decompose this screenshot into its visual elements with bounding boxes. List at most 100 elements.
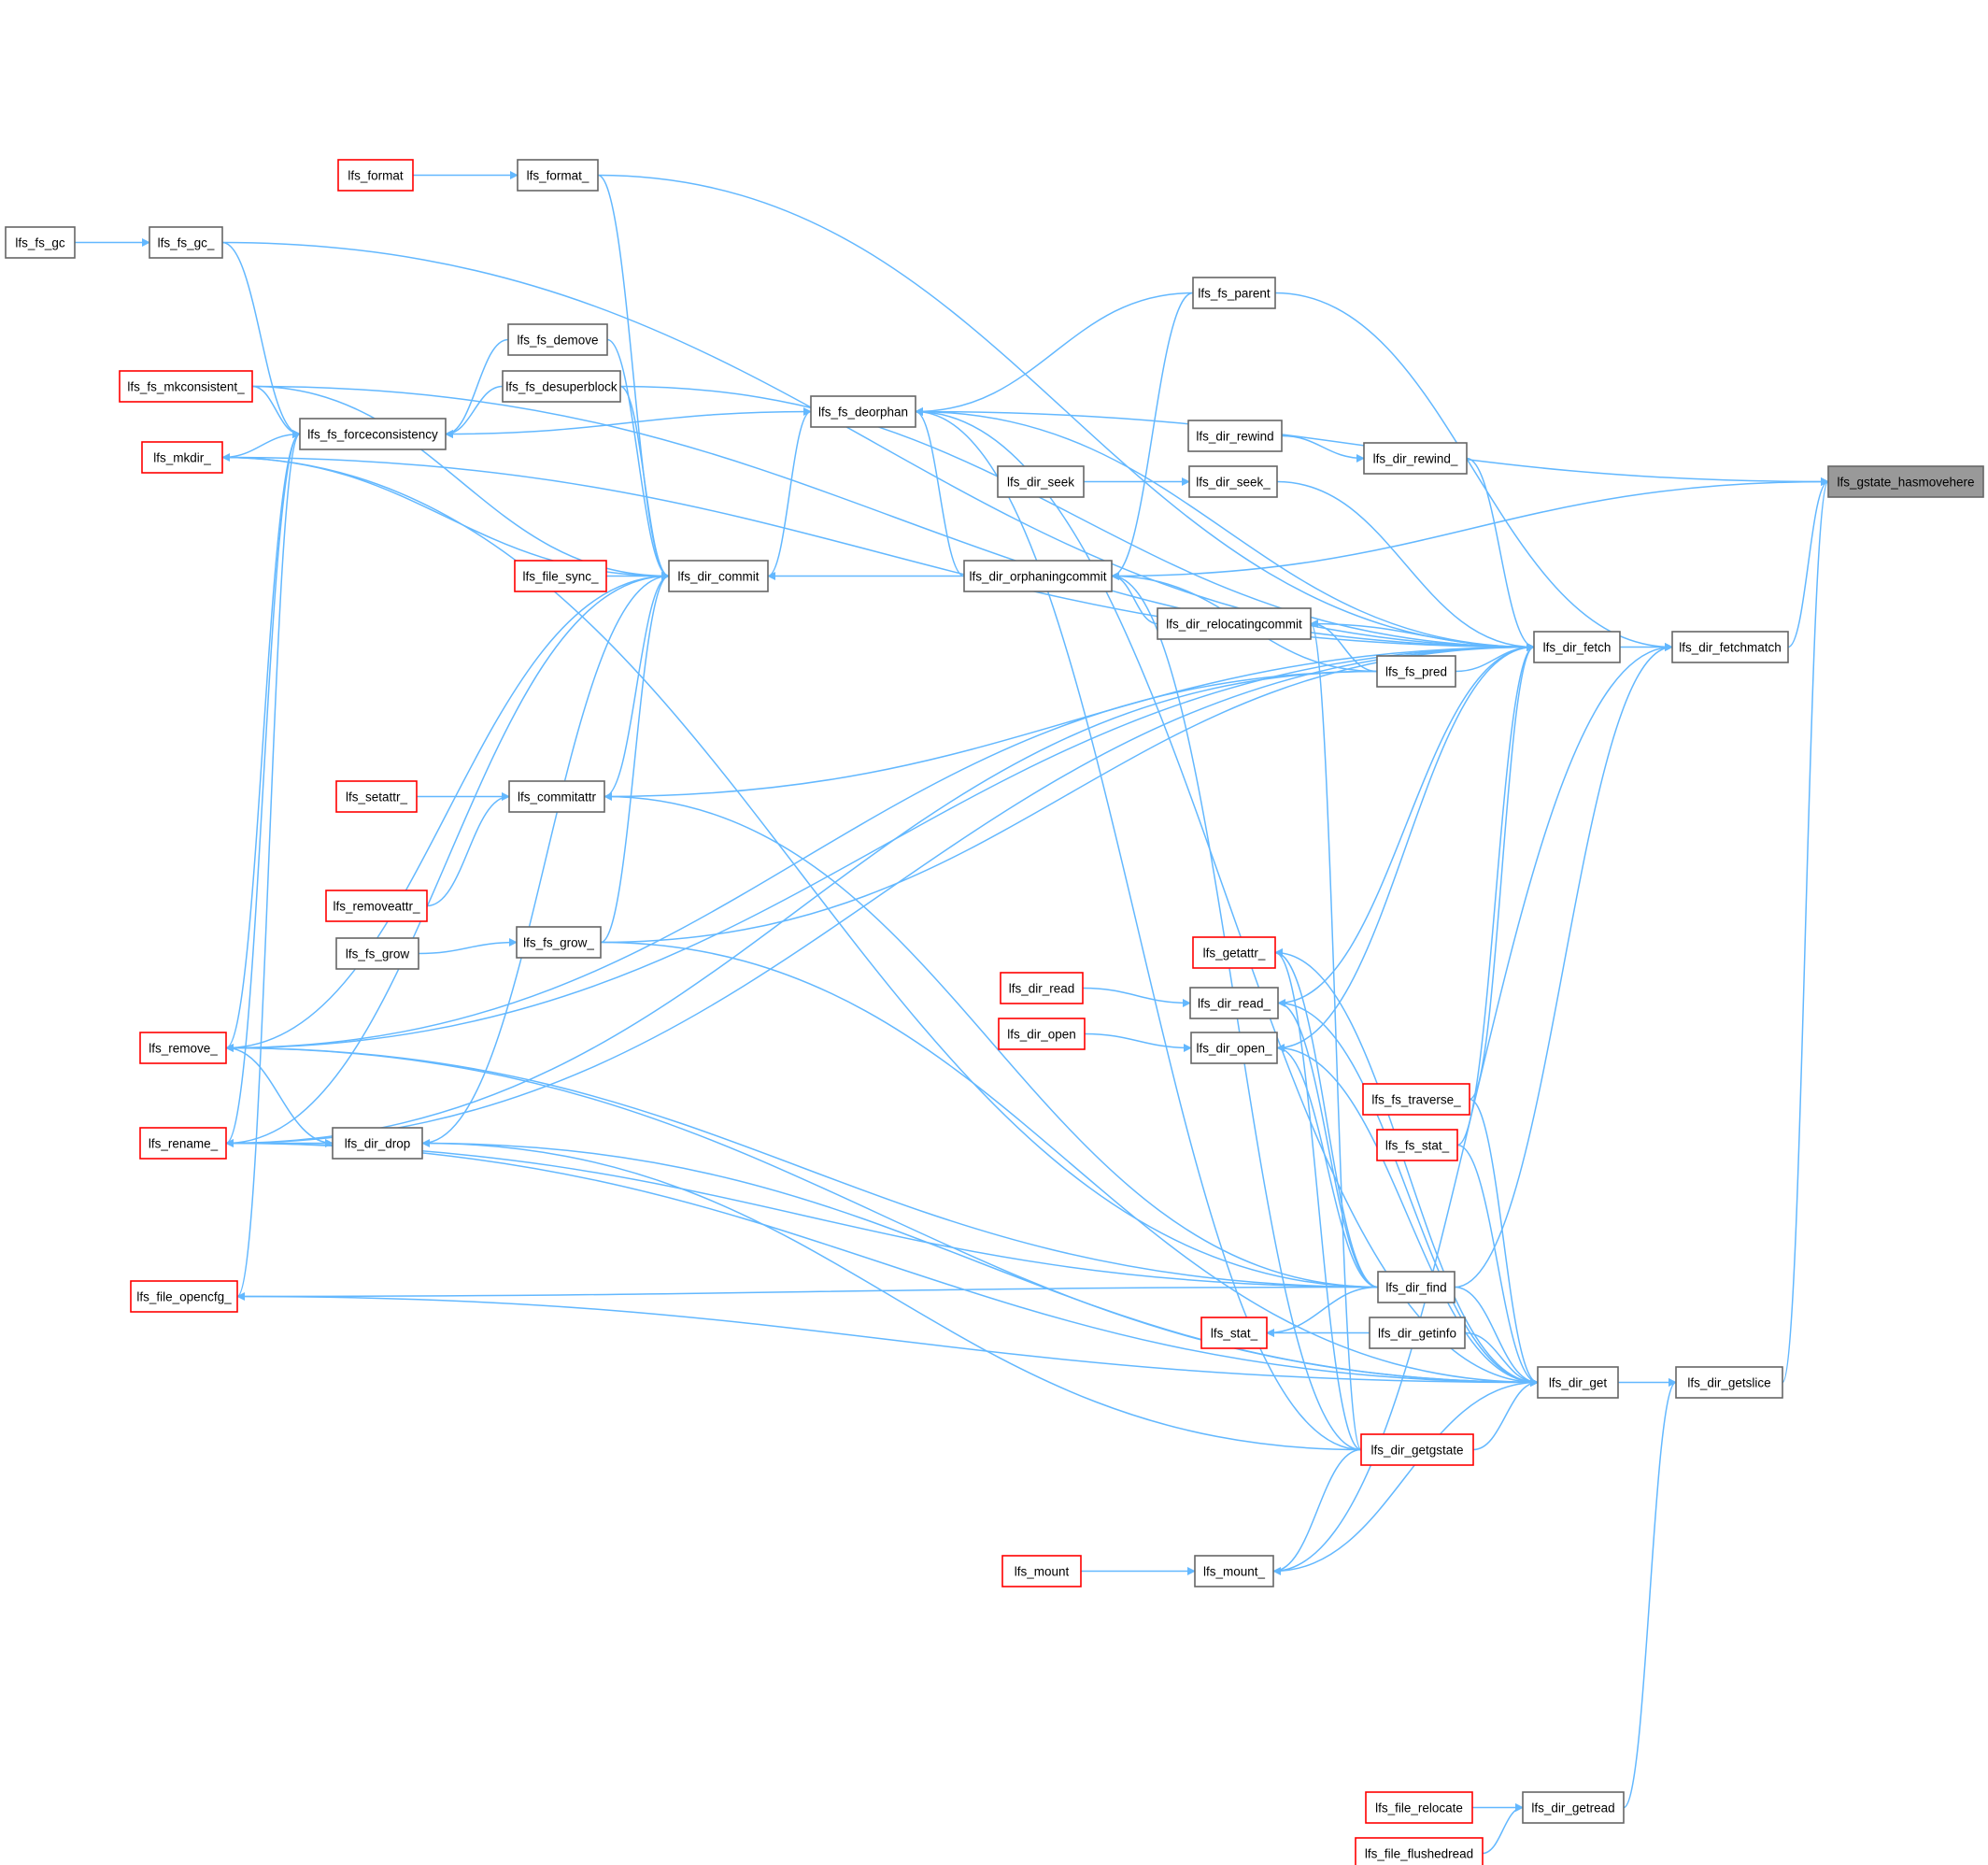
function-node-label: lfs_fs_mkconsistent_: [127, 380, 245, 394]
call-edge-getgstate-to-deorphan: [915, 407, 1362, 1451]
function-node-fs-gc[interactable]: lfs_fs_gc: [5, 226, 76, 259]
function-node-getattr-[interactable]: lfs_getattr_: [1192, 936, 1276, 969]
function-node-grow-[interactable]: lfs_fs_grow_: [516, 926, 602, 959]
function-node-setattr-[interactable]: lfs_setattr_: [335, 780, 418, 813]
function-node-fs-parent[interactable]: lfs_fs_parent: [1192, 277, 1276, 309]
call-edge-find-to-open_: [1276, 1044, 1379, 1288]
call-edge-dir_read-to-read_: [1082, 987, 1191, 1007]
function-node-desuperblock[interactable]: lfs_fs_desuperblock: [502, 370, 621, 403]
function-node-file-sync-[interactable]: lfs_file_sync_: [514, 560, 607, 592]
function-node-remove-[interactable]: lfs_remove_: [139, 1032, 227, 1064]
function-node-format-[interactable]: lfs_format_: [517, 159, 599, 192]
call-edge-pred-to-remove_: [225, 670, 1378, 1052]
function-node-commit[interactable]: lfs_dir_commit: [668, 560, 769, 592]
function-node-fetch[interactable]: lfs_dir_fetch: [1533, 631, 1621, 663]
function-node-label: lfs_fs_demove: [517, 334, 598, 348]
function-node-getread[interactable]: lfs_dir_getread: [1522, 1791, 1625, 1824]
function-node-box: [1200, 1317, 1268, 1349]
function-node-box: [810, 395, 916, 428]
function-node-open-[interactable]: lfs_dir_open_: [1190, 1032, 1278, 1064]
function-node-commitattr[interactable]: lfs_commitattr: [508, 780, 605, 813]
function-node-read-[interactable]: lfs_dir_read_: [1189, 987, 1279, 1019]
function-node-box: [1189, 987, 1279, 1019]
function-node-box: [1376, 1129, 1458, 1161]
function-node-box: [5, 226, 76, 259]
function-node-box: [1363, 442, 1468, 475]
call-edge-getgstate-to-drop: [421, 1139, 1362, 1451]
function-node-pred[interactable]: lfs_fs_pred: [1376, 655, 1456, 688]
function-node-deorphan[interactable]: lfs_fs_deorphan: [810, 395, 916, 428]
function-node-relocatingcommit[interactable]: lfs_dir_relocatingcommit: [1157, 607, 1312, 640]
function-node-fs-traverse-[interactable]: lfs_fs_traverse_: [1362, 1083, 1470, 1116]
function-node-file-flushedread[interactable]: lfs_file_flushedread: [1355, 1837, 1484, 1865]
function-node-label: lfs_fs_traverse_: [1371, 1093, 1461, 1107]
call-edge-find-to-rename_: [225, 1139, 1379, 1288]
function-node-fetchmatch[interactable]: lfs_dir_fetchmatch: [1671, 631, 1789, 663]
call-edge-mount_-to-get: [1272, 1378, 1539, 1573]
function-node-label: lfs_mount: [1015, 1565, 1070, 1579]
function-node-get[interactable]: lfs_dir_get: [1537, 1366, 1619, 1399]
function-node-mount[interactable]: lfs_mount: [1001, 1555, 1082, 1587]
function-node-label: lfs_dir_commit: [677, 570, 759, 584]
function-node-fs-grow[interactable]: lfs_fs_grow: [335, 937, 419, 970]
function-node-orphaningcommit[interactable]: lfs_dir_orphaningcommit: [963, 560, 1113, 592]
function-node-find[interactable]: lfs_dir_find: [1377, 1271, 1456, 1303]
function-node-gc-[interactable]: lfs_fs_gc_: [149, 226, 223, 259]
function-node-dir-open[interactable]: lfs_dir_open: [998, 1018, 1086, 1050]
function-node-mkdir-[interactable]: lfs_mkdir_: [141, 441, 223, 474]
function-node-mount-[interactable]: lfs_mount_: [1194, 1555, 1274, 1587]
function-node-getinfo[interactable]: lfs_dir_getinfo: [1369, 1317, 1466, 1349]
function-node-getgstate[interactable]: lfs_dir_getgstate: [1360, 1433, 1474, 1466]
function-node-dir-read[interactable]: lfs_dir_read: [1000, 972, 1084, 1004]
function-node-label: lfs_dir_relocatingcommit: [1166, 618, 1302, 632]
function-node-hasmovehere[interactable]: lfs_gstate_hasmovehere: [1827, 465, 1984, 498]
call-edge-mkdir_-to-fetch: [221, 456, 1535, 651]
call-edge-fs_parent-to-orphaningcommit: [1111, 292, 1194, 580]
function-node-box: [1188, 465, 1278, 498]
function-node-file-opencfg-[interactable]: lfs_file_opencfg_: [130, 1280, 238, 1313]
call-edge-dir_rewind-to-rewind_: [1281, 434, 1365, 463]
function-node-forceconsistency[interactable]: lfs_fs_forceconsistency: [299, 418, 447, 450]
function-node-label: lfs_getattr_: [1203, 947, 1266, 961]
call-edge-read_-to-fetch: [1277, 643, 1535, 1004]
function-node-mkconsistent-[interactable]: lfs_fs_mkconsistent_: [119, 370, 253, 403]
function-node-label: lfs_mkdir_: [153, 451, 211, 465]
function-node-box: [335, 780, 418, 813]
function-node-file-relocate[interactable]: lfs_file_relocate: [1365, 1791, 1473, 1824]
function-nodes: lfs_gstate_hasmovehere lfs_dir_fetchmatch…: [5, 159, 1984, 1865]
call-edge-open_-to-fetch: [1276, 643, 1535, 1049]
function-node-seek-[interactable]: lfs_dir_seek_: [1188, 465, 1278, 498]
function-node-box: [130, 1280, 238, 1313]
function-node-box: [1194, 1555, 1274, 1587]
function-node-box: [502, 370, 621, 403]
call-edge-getread-to-getslice: [1623, 1378, 1677, 1809]
function-node-rename-[interactable]: lfs_rename_: [139, 1127, 227, 1160]
call-edge-remove_-to-forceconsistency: [225, 430, 301, 1049]
function-node-removeattr-[interactable]: lfs_removeattr_: [325, 890, 428, 922]
function-node-fs-stat-[interactable]: lfs_fs_stat_: [1376, 1129, 1458, 1161]
function-node-getslice[interactable]: lfs_dir_getslice: [1675, 1366, 1783, 1399]
call-edge-file_flushedread-to-getread: [1482, 1803, 1524, 1855]
function-node-format[interactable]: lfs_format: [337, 159, 414, 192]
function-node-drop[interactable]: lfs_dir_drop: [332, 1127, 423, 1160]
function-node-label: lfs_fs_pred: [1385, 665, 1447, 679]
call-edge-mkconsistent_-to-commit: [251, 385, 670, 580]
function-node-box: [139, 1032, 227, 1064]
function-node-demove[interactable]: lfs_fs_demove: [507, 323, 608, 356]
function-node-label: lfs_dir_getread: [1531, 1801, 1614, 1815]
call-edge-drop-to-get: [421, 1142, 1539, 1387]
function-node-box: [963, 560, 1113, 592]
function-node-box: [141, 441, 223, 474]
function-node-label: lfs_format: [348, 169, 404, 183]
call-edge-commitattr-to-commit: [604, 572, 670, 798]
function-node-label: lfs_gstate_hasmovehere: [1837, 476, 1974, 490]
function-node-stat-[interactable]: lfs_stat_: [1200, 1317, 1268, 1349]
call-edge-find-to-mkdir_: [221, 453, 1379, 1288]
function-node-box: [668, 560, 769, 592]
function-node-rewind-[interactable]: lfs_dir_rewind_: [1363, 442, 1468, 475]
function-node-box: [1365, 1791, 1473, 1824]
call-edge-open_-to-get: [1276, 1046, 1539, 1387]
function-node-dir-seek[interactable]: lfs_dir_seek: [997, 465, 1085, 498]
function-node-dir-rewind[interactable]: lfs_dir_rewind: [1187, 420, 1283, 452]
